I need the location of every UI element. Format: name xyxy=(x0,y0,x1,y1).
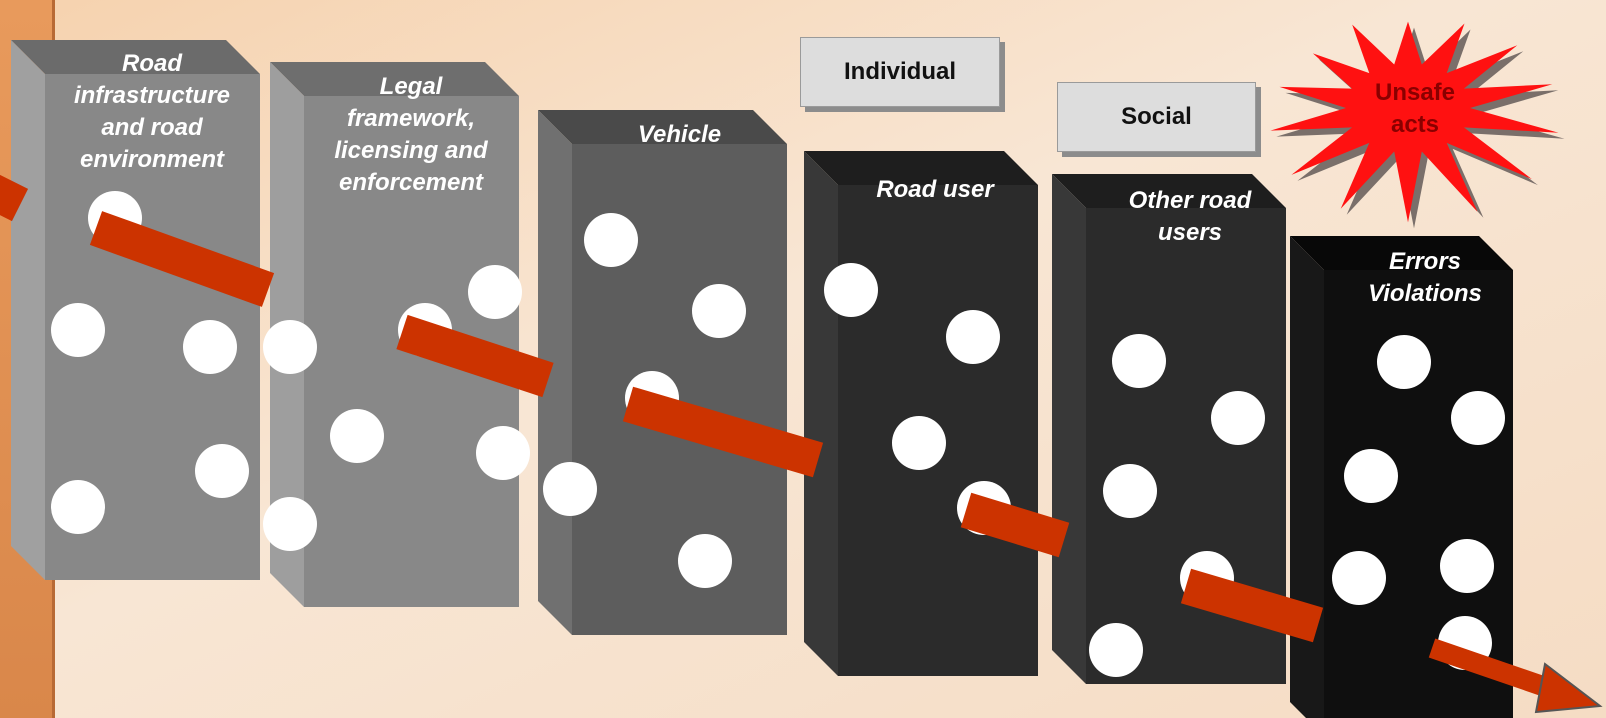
unsafe-acts-label: Unsafe acts xyxy=(1374,79,1456,138)
block-label-road-user: Road user xyxy=(876,176,994,203)
hole xyxy=(1211,391,1265,445)
hole xyxy=(678,534,732,588)
hole xyxy=(195,444,249,498)
hole xyxy=(468,265,522,319)
hole xyxy=(330,409,384,463)
arrow-segment-5 xyxy=(960,492,1070,558)
layer-top xyxy=(270,62,519,96)
layer-side xyxy=(1052,174,1086,684)
hole xyxy=(476,426,530,480)
block-label-other-road-users: Other road users xyxy=(1128,187,1252,246)
arrow-segment-6 xyxy=(1180,568,1324,643)
arrow-segment-3 xyxy=(396,314,554,398)
hole xyxy=(1112,334,1166,388)
block-label-road-infrastructure: Road infrastructure and road environment xyxy=(73,50,231,173)
hole xyxy=(51,480,105,534)
hole xyxy=(1332,551,1386,605)
tag-social: Social xyxy=(1057,82,1256,152)
hole xyxy=(1344,449,1398,503)
hole xyxy=(183,320,237,374)
hole xyxy=(824,263,878,317)
block-label-errors-violations: Errors Violations xyxy=(1368,248,1482,307)
hole xyxy=(51,303,105,357)
hole xyxy=(892,416,946,470)
block-label-vehicle: Vehicle xyxy=(637,121,722,148)
hole xyxy=(263,320,317,374)
arrow-head xyxy=(1534,662,1603,714)
layer-block-3 xyxy=(538,110,787,635)
hole xyxy=(543,462,597,516)
hole xyxy=(1377,335,1431,389)
hole xyxy=(1089,623,1143,677)
hole xyxy=(1103,464,1157,518)
arrow-segment-1 xyxy=(0,174,29,222)
layer-top xyxy=(1290,236,1513,270)
layer-side xyxy=(804,151,838,676)
hole xyxy=(692,284,746,338)
layer-top xyxy=(804,151,1038,185)
tag-individual: Individual xyxy=(800,37,1000,107)
block-label-legal-framework: Legal framework, licensing and enforceme… xyxy=(334,73,488,196)
layer-top xyxy=(538,110,787,144)
arrow-final-shaft xyxy=(1428,638,1564,702)
layer-block-4 xyxy=(804,151,1038,676)
layer-side xyxy=(1290,236,1324,718)
layer-side xyxy=(11,40,45,580)
hole xyxy=(946,310,1000,364)
layer-top xyxy=(1052,174,1286,208)
hole xyxy=(1451,391,1505,445)
arrow-segment-4 xyxy=(622,386,824,478)
hole xyxy=(1440,539,1494,593)
hole xyxy=(263,497,317,551)
hole xyxy=(584,213,638,267)
arrow-segment-2 xyxy=(89,211,275,307)
layer-top xyxy=(11,40,260,74)
